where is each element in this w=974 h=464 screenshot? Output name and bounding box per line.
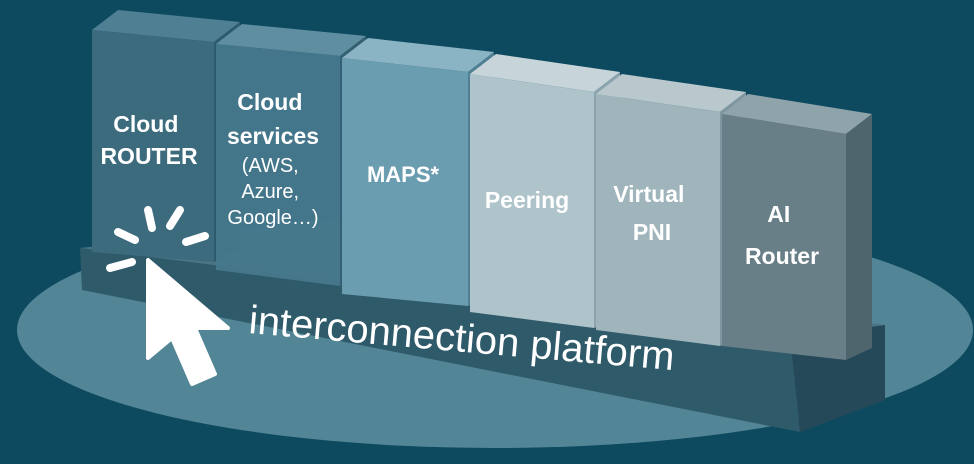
module-label: MAPS* — [367, 162, 440, 187]
module-label: Virtual PNI — [613, 181, 691, 245]
cursor-arrow-icon — [146, 258, 230, 386]
module-sublabel: (AWS, Azure, Google…) — [227, 155, 318, 229]
module-label: Cloud services — [227, 89, 319, 149]
module-label: AI Router — [745, 201, 819, 269]
click-sparks-icon — [106, 206, 209, 272]
module-cloud-router[interactable]: Cloud ROUTER — [92, 10, 240, 262]
module-label: Cloud ROUTER — [100, 111, 198, 169]
module-ai-router[interactable]: AI Router — [722, 94, 872, 360]
module-label: Peering — [485, 187, 569, 213]
